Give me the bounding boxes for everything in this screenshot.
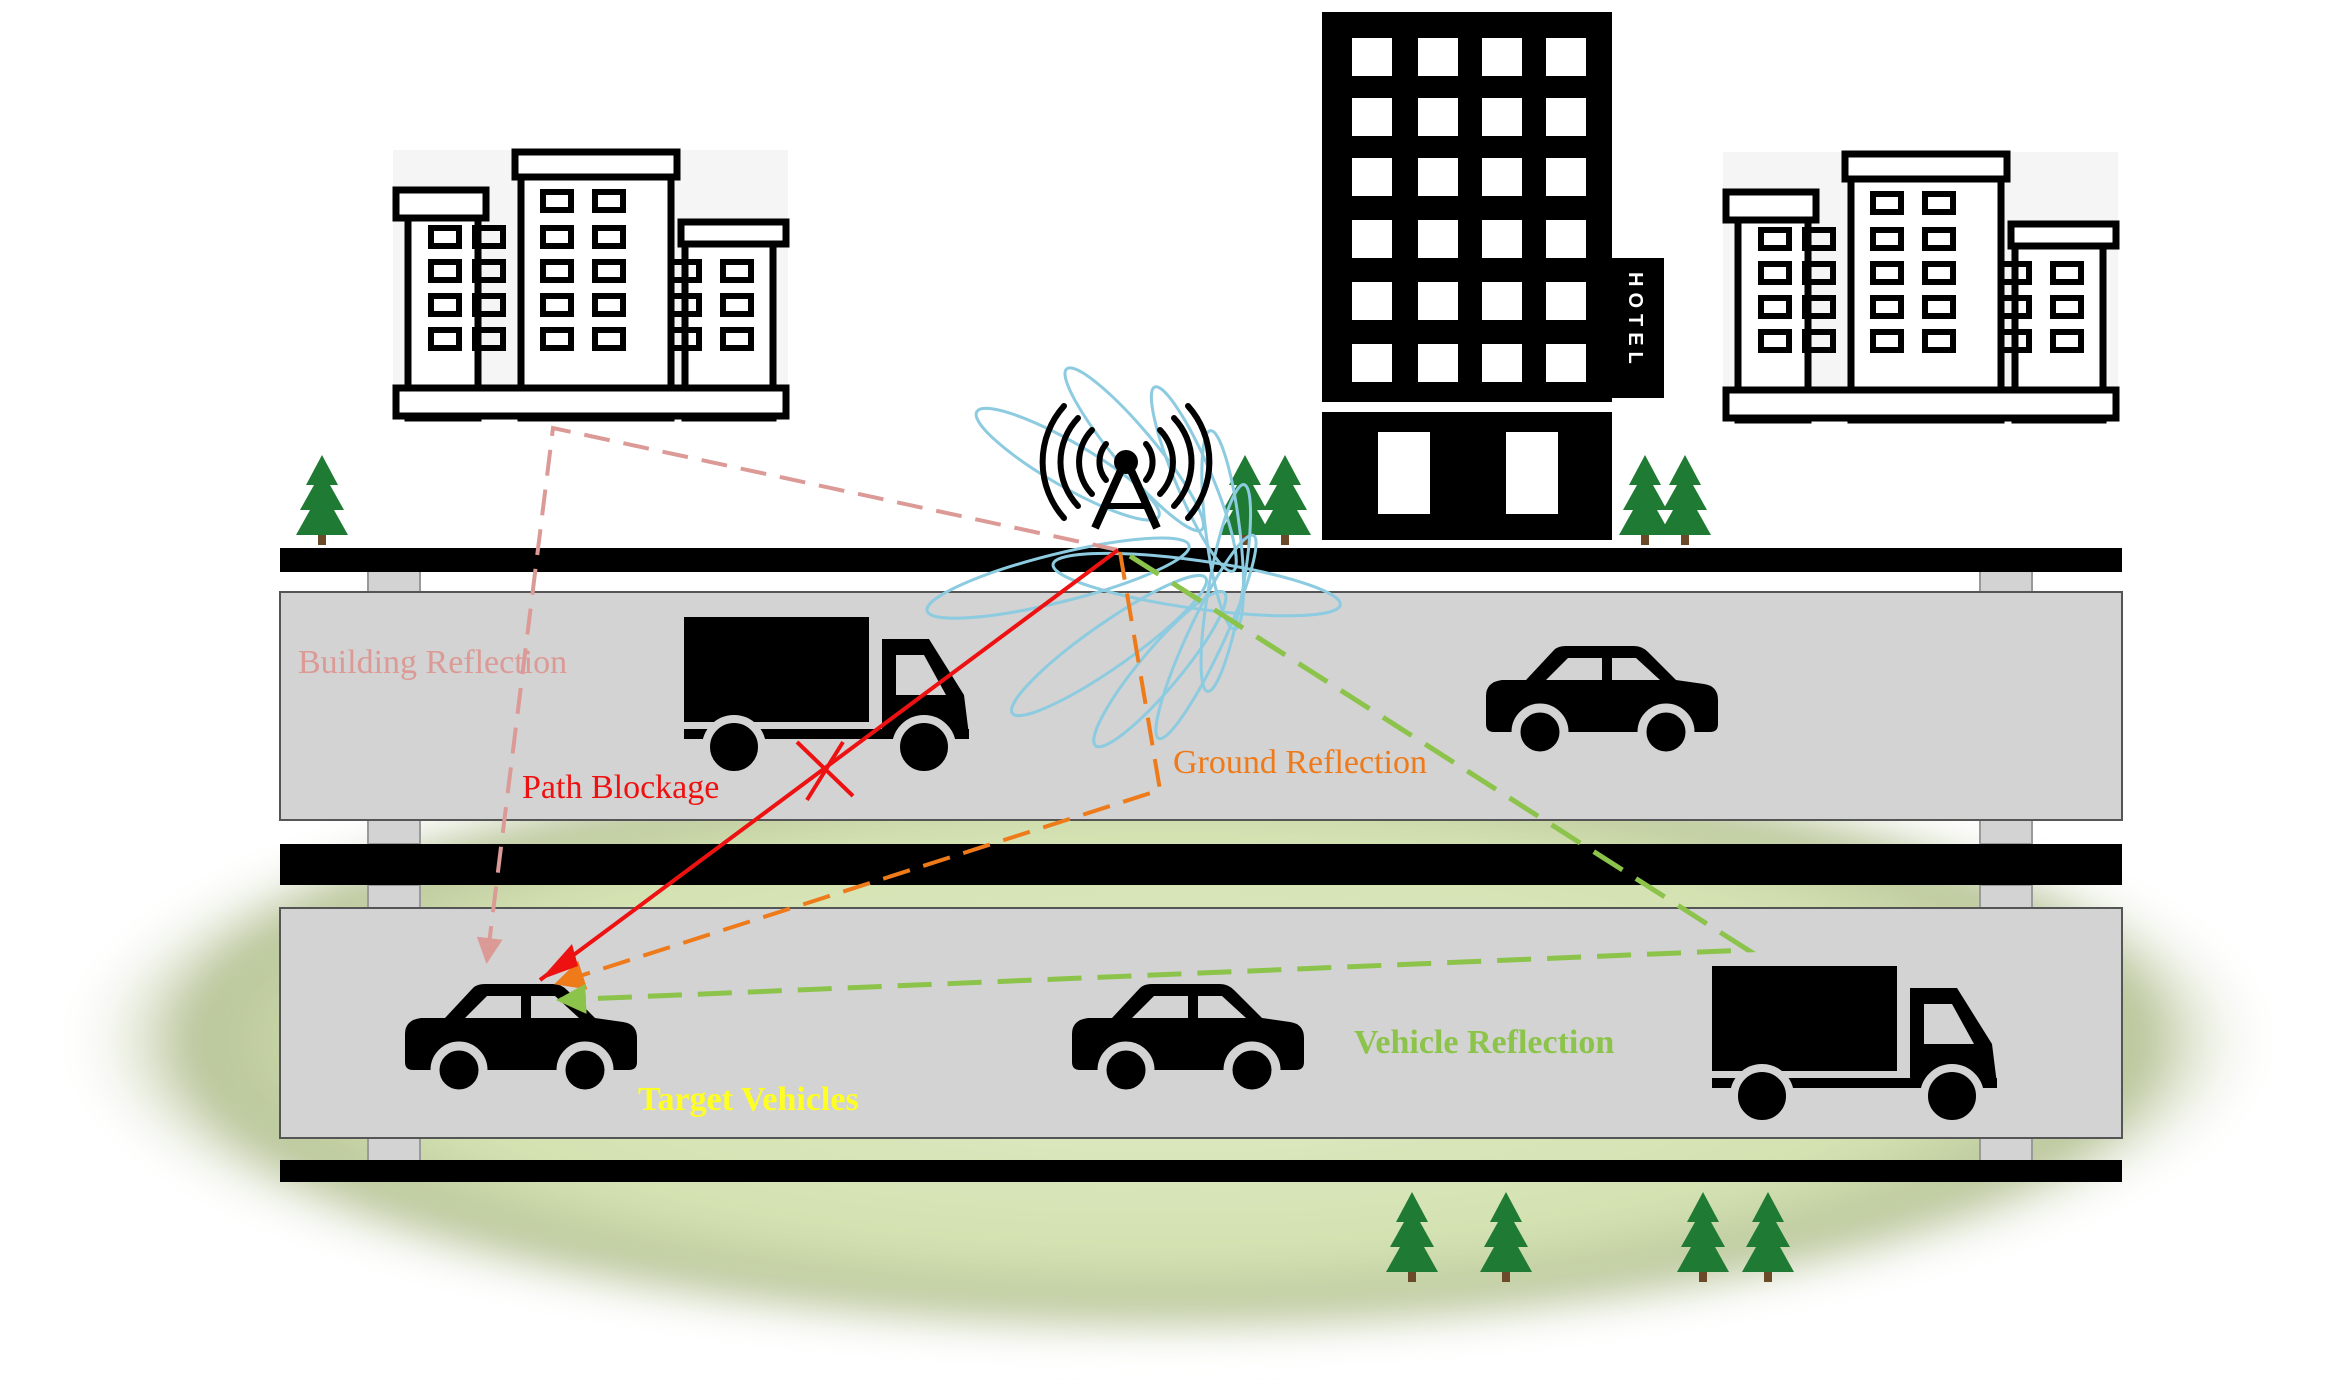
beam-pattern bbox=[925, 366, 1342, 749]
target-vehicles-label: Target Vehicles bbox=[638, 1081, 859, 1118]
blockage-cross bbox=[795, 740, 855, 802]
path-blockage-label: Path Blockage bbox=[522, 769, 719, 806]
tree-icon bbox=[296, 455, 348, 545]
road-middle bbox=[280, 844, 2122, 885]
ground-reflection-label: Ground Reflection bbox=[1173, 744, 1427, 781]
hotel-sign: HOTEL bbox=[1624, 272, 1646, 370]
base-station-icon bbox=[1039, 403, 1213, 530]
building-icon bbox=[1723, 152, 2118, 422]
tree-icon bbox=[1259, 455, 1311, 545]
tree-icon bbox=[1659, 455, 1711, 545]
building-reflection-label: Building Reflection bbox=[298, 644, 567, 681]
vehicle-reflection-label: Vehicle Reflection bbox=[1354, 1024, 1614, 1061]
building-icon bbox=[393, 150, 788, 420]
building-reflection-path bbox=[476, 425, 1119, 964]
hotel-icon: HOTEL bbox=[1322, 12, 1664, 540]
propagation-paths bbox=[476, 425, 1757, 1014]
vehicle-reflection-path bbox=[556, 553, 1757, 1014]
lane-upper bbox=[279, 591, 2123, 821]
road-bottom bbox=[280, 1160, 2122, 1182]
